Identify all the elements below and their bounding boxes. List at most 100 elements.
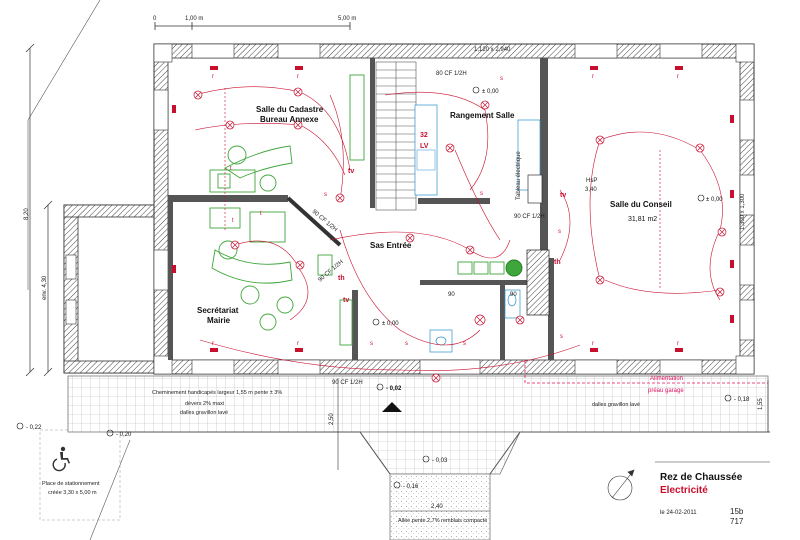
title-sub: Electricité [660,485,708,496]
label-s-5: s [463,341,466,347]
label-t-1: t [230,166,232,172]
level-marker-6: - 0,22 [16,422,42,431]
label-r-5: r [212,341,214,347]
level-marker-7: - 0,20 [106,429,132,438]
dim-total-height: 8,20 [24,208,30,220]
label-r-4: r [677,74,679,80]
room-secretariat-line2: Mairie [207,316,231,325]
level-marker-4: - 0,02 [376,383,402,392]
label-s-2: s [480,191,483,197]
level-marker-5: - 0,18 [724,394,750,403]
label-tv-1: tv [348,168,354,175]
hp-label: HsP [586,178,597,184]
label-32: 32 [420,132,428,139]
level-marker-9: - 0,16 [393,481,419,490]
parking-note-line2: créée 3,30 x 5,00 m [48,490,97,496]
note-alimentation-2: préau garage [648,388,684,394]
level-text-4: - 0,02 [386,386,402,392]
level-text-5: - 0,18 [734,397,750,403]
label-r-7: r [592,341,594,347]
note-cheminement-1: Cheminement handicapés largeur 1,55 m pe… [152,390,282,396]
label-s-6: s [560,334,563,340]
parking-space [39,429,121,521]
level-marker-1: ± 0,00 [472,86,499,95]
scale-label-five: 5,00 m [338,16,356,22]
dim-ramp-width: 2,40 [431,504,443,510]
level-text-2: ± 0,00 [706,197,723,203]
note-cheminement-2: dévers 2% maxi [185,401,224,407]
room-conseil-area: 31,81 m2 [628,216,657,223]
furniture-cadastre [209,74,365,193]
label-s-1: s [500,76,503,82]
room-cadastre-line1: Salle du Cadastre [256,105,324,114]
scale-label-one: 1,00 m [185,16,203,22]
left-dimensions [25,43,53,377]
title-date: le 24-02-2011 [660,510,697,516]
label-th-2: th [554,259,561,266]
door-label-5: 90 CF 1/2H [332,380,363,386]
label-lv: LV [420,143,429,150]
room-entree: Sas Entrée [370,241,412,250]
dim-window-right: 1,300 x 1,300 [740,193,746,230]
kitchenette [414,104,543,204]
level-text-8: - 0,03 [432,458,448,464]
label-r-1: r [212,74,214,80]
toilet-room [429,289,521,353]
dim-right-height: 1,55 [758,398,764,410]
label-s-4: s [405,341,408,347]
furniture-entree [457,259,523,277]
label-r-6: r [297,341,299,347]
wheelchair-icon [52,446,70,472]
label-th-1: th [338,275,345,282]
room-rangement: Rangement Salle [450,111,515,120]
label-r-3: r [592,74,594,80]
note-allee: Allée pente 2,7% remblais compacté [398,518,487,524]
door-label-6: 90 [448,292,455,298]
level-text-3: ± 0,00 [382,321,399,327]
label-r-2: r [297,74,299,80]
dim-env-height: env. 4,30 [42,275,48,300]
level-text-1: ± 0,00 [482,89,499,95]
alimentation-line [524,360,768,384]
level-marker-8: - 0,03 [422,455,448,464]
light-fixtures [193,87,727,383]
level-marker-3: ± 0,00 [372,318,399,327]
north-arrow-icon [607,469,635,501]
level-text-6: - 0,22 [26,425,42,431]
level-text-9: - 0,16 [403,484,419,490]
label-t-2: t [232,218,234,224]
left-annex [63,204,155,374]
door-label-7: 90 [510,292,517,298]
room-conseil: Salle du Conseil [610,200,672,209]
dim-terrace-height: 2,50 [329,413,335,425]
title-block: Rez de Chaussée Electricité le 24-02-201… [655,461,770,526]
parking-note-line1: Place de stationnement [42,481,100,487]
electrical-wiring [194,86,723,372]
room-secretariat-line1: Secrétariat [197,306,239,315]
level-marker-2: ± 0,00 [697,194,723,203]
title-main: Rez de Chaussée [660,472,743,483]
dim-window-top: 1,120 x 2,940 [474,47,511,53]
door-label-1: 80 CF 1/2H [436,71,467,77]
label-t-3: t [260,211,262,217]
label-s-8: s [558,229,561,235]
building-walls [153,43,755,375]
room-cadastre-line2: Bureau Annexe [260,115,319,124]
scale-bar [154,22,351,30]
label-s-3: s [370,341,373,347]
hp-value: 3,40 [585,187,597,193]
outlet-markers [172,66,734,352]
door-label-2: 90 CF 1/2H [514,214,545,220]
level-text-7: - 0,20 [116,432,132,438]
label-tableau: Tableau électrique [516,151,522,200]
scale-label-zero: 0 [153,16,157,22]
label-r-8: r [677,341,679,347]
label-s-7: s [324,192,327,198]
terrace-paving [67,375,770,540]
note-cheminement-3: dalles gravillon lavé [180,410,228,416]
note-dalles-right: dalles gravillon lavé [592,402,640,408]
entrance-arrow-icon [382,402,402,412]
site-lines [27,0,131,540]
note-alimentation-1: Alimentation [650,376,683,382]
